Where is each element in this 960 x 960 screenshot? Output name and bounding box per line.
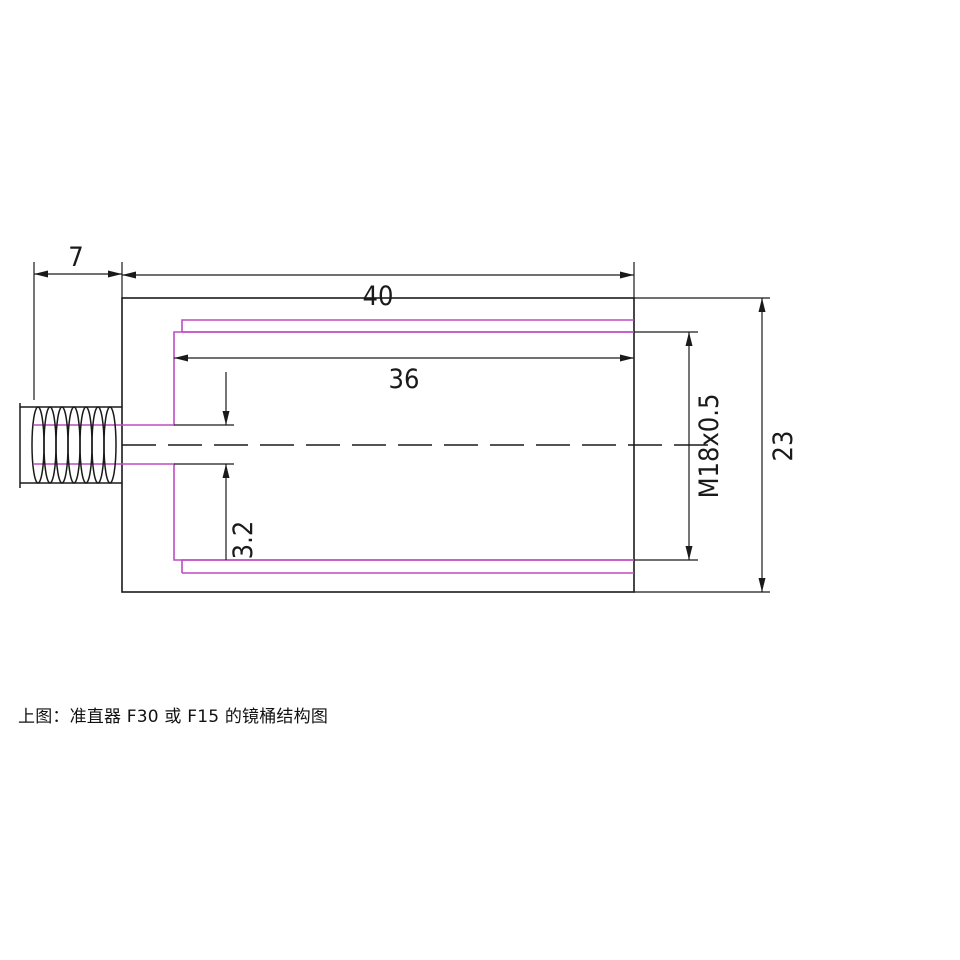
dim-body-length-label: 40 — [363, 281, 394, 312]
dim-thread-length — [33, 262, 123, 400]
dim-wall-offset-label: 3.2 — [228, 521, 259, 560]
dim-wall-offset — [174, 372, 234, 560]
dim-body-length — [122, 262, 635, 298]
dim-thread-length-label: 7 — [68, 242, 83, 273]
dim-outer-height — [634, 297, 770, 593]
dim-outer-height-label: 23 — [768, 431, 799, 462]
thread-coils — [19, 403, 122, 488]
inner-wall — [34, 319, 634, 574]
dim-thread-spec — [634, 331, 698, 561]
figure-caption: 上图：准直器 F30 或 F15 的镜桶结构图 — [18, 707, 329, 727]
dim-thread-spec-label: M18x0.5 — [694, 394, 725, 499]
dim-inner-length-label: 36 — [389, 364, 420, 395]
